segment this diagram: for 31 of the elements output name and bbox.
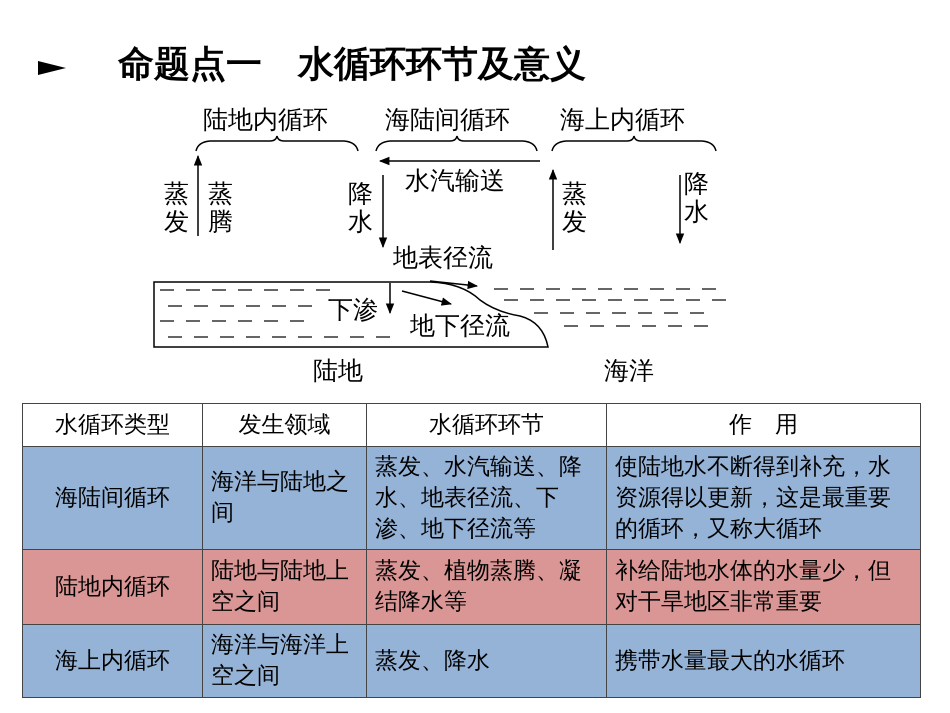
diagram-label: 海陆间循环 [385, 106, 510, 134]
vertical-label: 蒸腾 [208, 180, 233, 235]
table-cell-text: 携带水量最大的水循环 [615, 646, 845, 676]
table-cell-text: 使陆地水不断得到补充，水资源得以更新，这是最重要的循环，又称大循环 [615, 452, 892, 544]
vertical-label: 蒸发 [562, 180, 587, 235]
diagram-label: 下渗 [328, 296, 378, 324]
table-cell-text: 海上内循环 [55, 646, 170, 676]
column-header: 作 用 [729, 410, 798, 440]
vertical-label: 降水 [348, 180, 373, 235]
table-cell-text: 补给陆地水体的水量少，但对干旱地区非常重要 [615, 557, 892, 617]
diagram-label: 海洋 [604, 357, 654, 384]
table-cell-text: 蒸发、水汽输送、降水、地表径流、下渗、地下径流等 [375, 452, 583, 544]
diagram-label: 水汽输送 [405, 167, 505, 194]
diagram-label: 陆地 [313, 357, 363, 384]
table-cell-text: 蒸发、植物蒸腾、凝结降水等 [375, 557, 583, 617]
table-cell-text: 海陆间循环 [55, 484, 170, 512]
vertical-label: 蒸发 [164, 180, 189, 235]
title: 命题点一 水循环环节及意义 [118, 43, 586, 87]
diagram-label: 陆地内循环 [203, 106, 328, 134]
column-header: 发生领域 [238, 410, 330, 440]
table-cell-text: 海洋与陆地之间 [211, 468, 350, 528]
column-header: 水循环类型 [55, 410, 170, 440]
table-cell-text: 陆地内循环 [55, 572, 170, 602]
column-header: 水循环环节 [429, 410, 544, 440]
diagram-label: 地表径流 [393, 244, 493, 272]
table-cell-text: 蒸发、降水 [375, 646, 490, 676]
table-cell-text: 海洋与海洋上空之间 [211, 631, 350, 691]
diagram-label: 地下径流 [410, 312, 510, 340]
table-cell-text: 陆地与陆地上空之间 [211, 557, 350, 617]
diagram-label: 海上内循环 [560, 106, 685, 134]
vertical-label: 降水 [684, 170, 709, 225]
